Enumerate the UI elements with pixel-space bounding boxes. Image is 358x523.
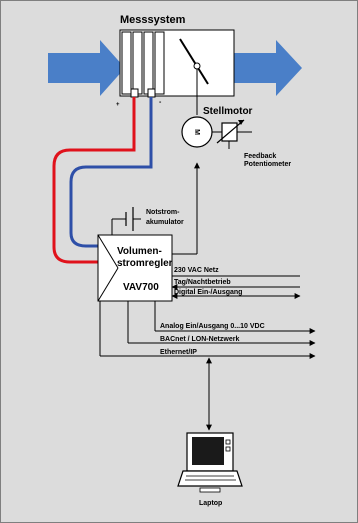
airflow-in-arrow [48, 40, 125, 96]
digital-label: Digital Ein-/Ausgang [174, 289, 242, 296]
tube-positive [52, 97, 136, 264]
feedback-label-line1: Feedback [244, 153, 276, 160]
pressure-port-negative [147, 88, 156, 98]
pressure-port-positive [130, 88, 139, 98]
controller-diagonal [97, 234, 119, 269]
notstrom-label-line1: Notstrom- [146, 209, 180, 216]
controller-diagonal-2 [97, 267, 119, 302]
laptop-label: Laptop [199, 500, 222, 507]
port-minus-label: - [159, 99, 162, 106]
stellmotor-label: Stellmotor [203, 106, 253, 117]
notstrom-label-line2: akumulator [146, 219, 184, 226]
bacnet-label: BACnet / LON-Netzwerk [160, 336, 239, 343]
port-plus-label: + [116, 102, 120, 108]
measurement-unit [119, 29, 235, 97]
analog-label: Analog Ein/Ausgang 0...10 VDC [160, 323, 265, 330]
motor-symbol: M [193, 129, 200, 135]
controller-label-line2: stromregler [117, 258, 173, 269]
controller-box [97, 234, 173, 302]
tube-negative [69, 97, 153, 248]
controller-label-line1: Volumen- [117, 246, 162, 257]
controller-label-line3: VAV700 [123, 282, 159, 293]
laptop-icon [177, 432, 243, 493]
netz-label: 230 VAC Netz [174, 267, 219, 274]
motor-icon: M [181, 116, 213, 148]
ethernet-label: Ethernet/IP [160, 349, 197, 356]
messsystem-title: Messsystem [120, 14, 186, 26]
potentiometer-icon [216, 119, 252, 149]
feedback-label-line2: Potentiometer [244, 161, 291, 168]
tag-nacht-label: Tag/Nachtbetrieb [174, 279, 231, 286]
damper-icon [179, 38, 209, 85]
airflow-out-arrow [233, 40, 302, 96]
accumulator-icon [111, 207, 141, 235]
